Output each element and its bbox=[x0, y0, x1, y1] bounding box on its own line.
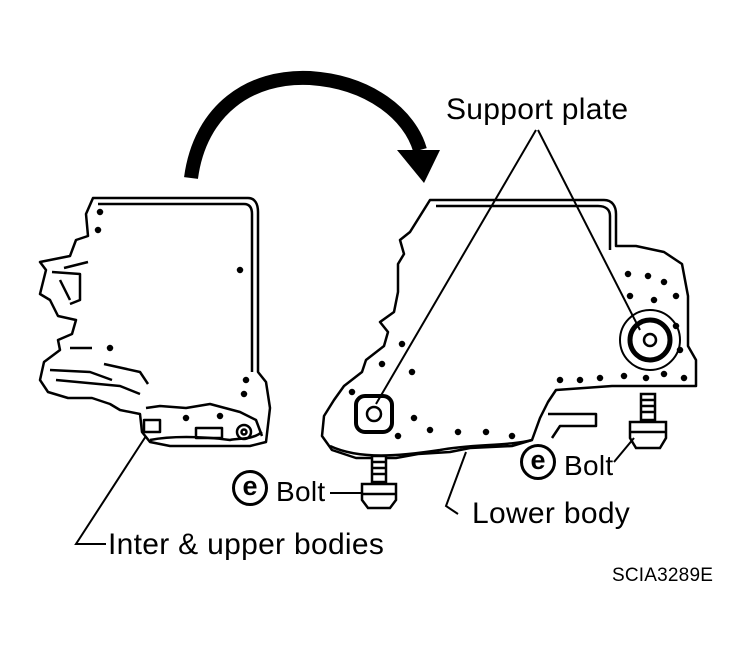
bolt-label-right: Bolt bbox=[564, 450, 614, 481]
e-badge-icon: e bbox=[232, 470, 268, 506]
e-badge-icon: e bbox=[520, 444, 556, 480]
bolt-label-left: Bolt bbox=[276, 476, 326, 507]
support-plate-label: Support plate bbox=[446, 93, 629, 126]
inter-upper-bodies-label: Inter & upper bodies bbox=[108, 528, 385, 561]
inter-upper-bodies-assembly bbox=[38, 196, 272, 448]
bolt-icon bbox=[360, 454, 398, 510]
lower-body-assembly bbox=[320, 198, 698, 460]
leader-lines bbox=[74, 129, 641, 545]
lower-body-label: Lower body bbox=[472, 497, 631, 530]
curved-arrow-icon bbox=[184, 70, 440, 183]
bolt-icon bbox=[628, 392, 668, 450]
figure-code: SCIA3289E bbox=[612, 565, 714, 586]
